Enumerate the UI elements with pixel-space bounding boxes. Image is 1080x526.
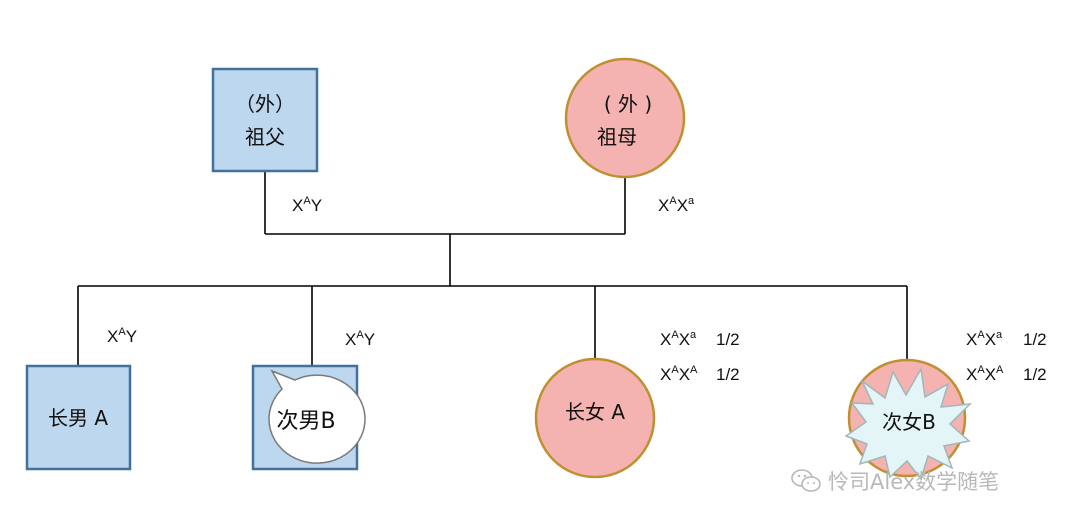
second-daughter-label: 次女B [882,410,936,434]
eldest-daughter-node: 长女 A [534,357,656,479]
grandfather-label-line2: 祖父 [245,125,285,149]
second-son-node: 次男B [251,364,366,471]
eldest-son-genotype: XAY [107,326,137,346]
second-daughter-genotypes: XAXa 1/2 XAXA 1/2 [966,329,1047,384]
second-daughter-genotype-2: XAXA [966,364,1004,384]
grandfather-node: （外） 祖父 [211,67,319,173]
second-daughter-prob-1: 1/2 [1023,330,1047,349]
watermark-text: 怜司Alex数学随笔 [828,470,1000,494]
second-daughter-genotype-1: XAXa [966,329,1003,349]
eldest-daughter-genotypes: XAXa 1/2 XAXA 1/2 [660,329,740,384]
speech-bubble-icon [268,369,366,464]
second-son-label: 次男B [276,409,335,434]
grandmother-node: ( 外 ) 祖母 [564,57,686,179]
second-son-genotype: XAY [345,329,375,349]
watermark: 怜司Alex数学随笔 [790,466,999,496]
grandmother-genotype: XAXa [658,195,695,215]
eldest-daughter-prob-2: 1/2 [716,365,740,384]
second-daughter-node: 次女B [844,358,973,481]
grandfather-genotype: XAY [292,195,322,215]
eldest-daughter-genotype-2: XAXA [660,364,698,384]
starburst-icon [844,366,973,481]
eldest-daughter-label: 长女 A [565,400,625,424]
eldest-daughter-prob-1: 1/2 [716,330,740,349]
eldest-son-node: 长男 A [25,364,132,471]
pedigree-lines [77,171,908,366]
eldest-son-label: 长男 A [48,406,108,430]
grandmother-label-line1: ( 外 ) [604,92,652,116]
grandfather-label-line1: （外） [235,92,295,116]
second-daughter-prob-2: 1/2 [1023,365,1047,384]
grandmother-label-line2: 祖母 [597,125,637,149]
eldest-daughter-genotype-1: XAXa [660,329,697,349]
wechat-icon [791,469,821,492]
